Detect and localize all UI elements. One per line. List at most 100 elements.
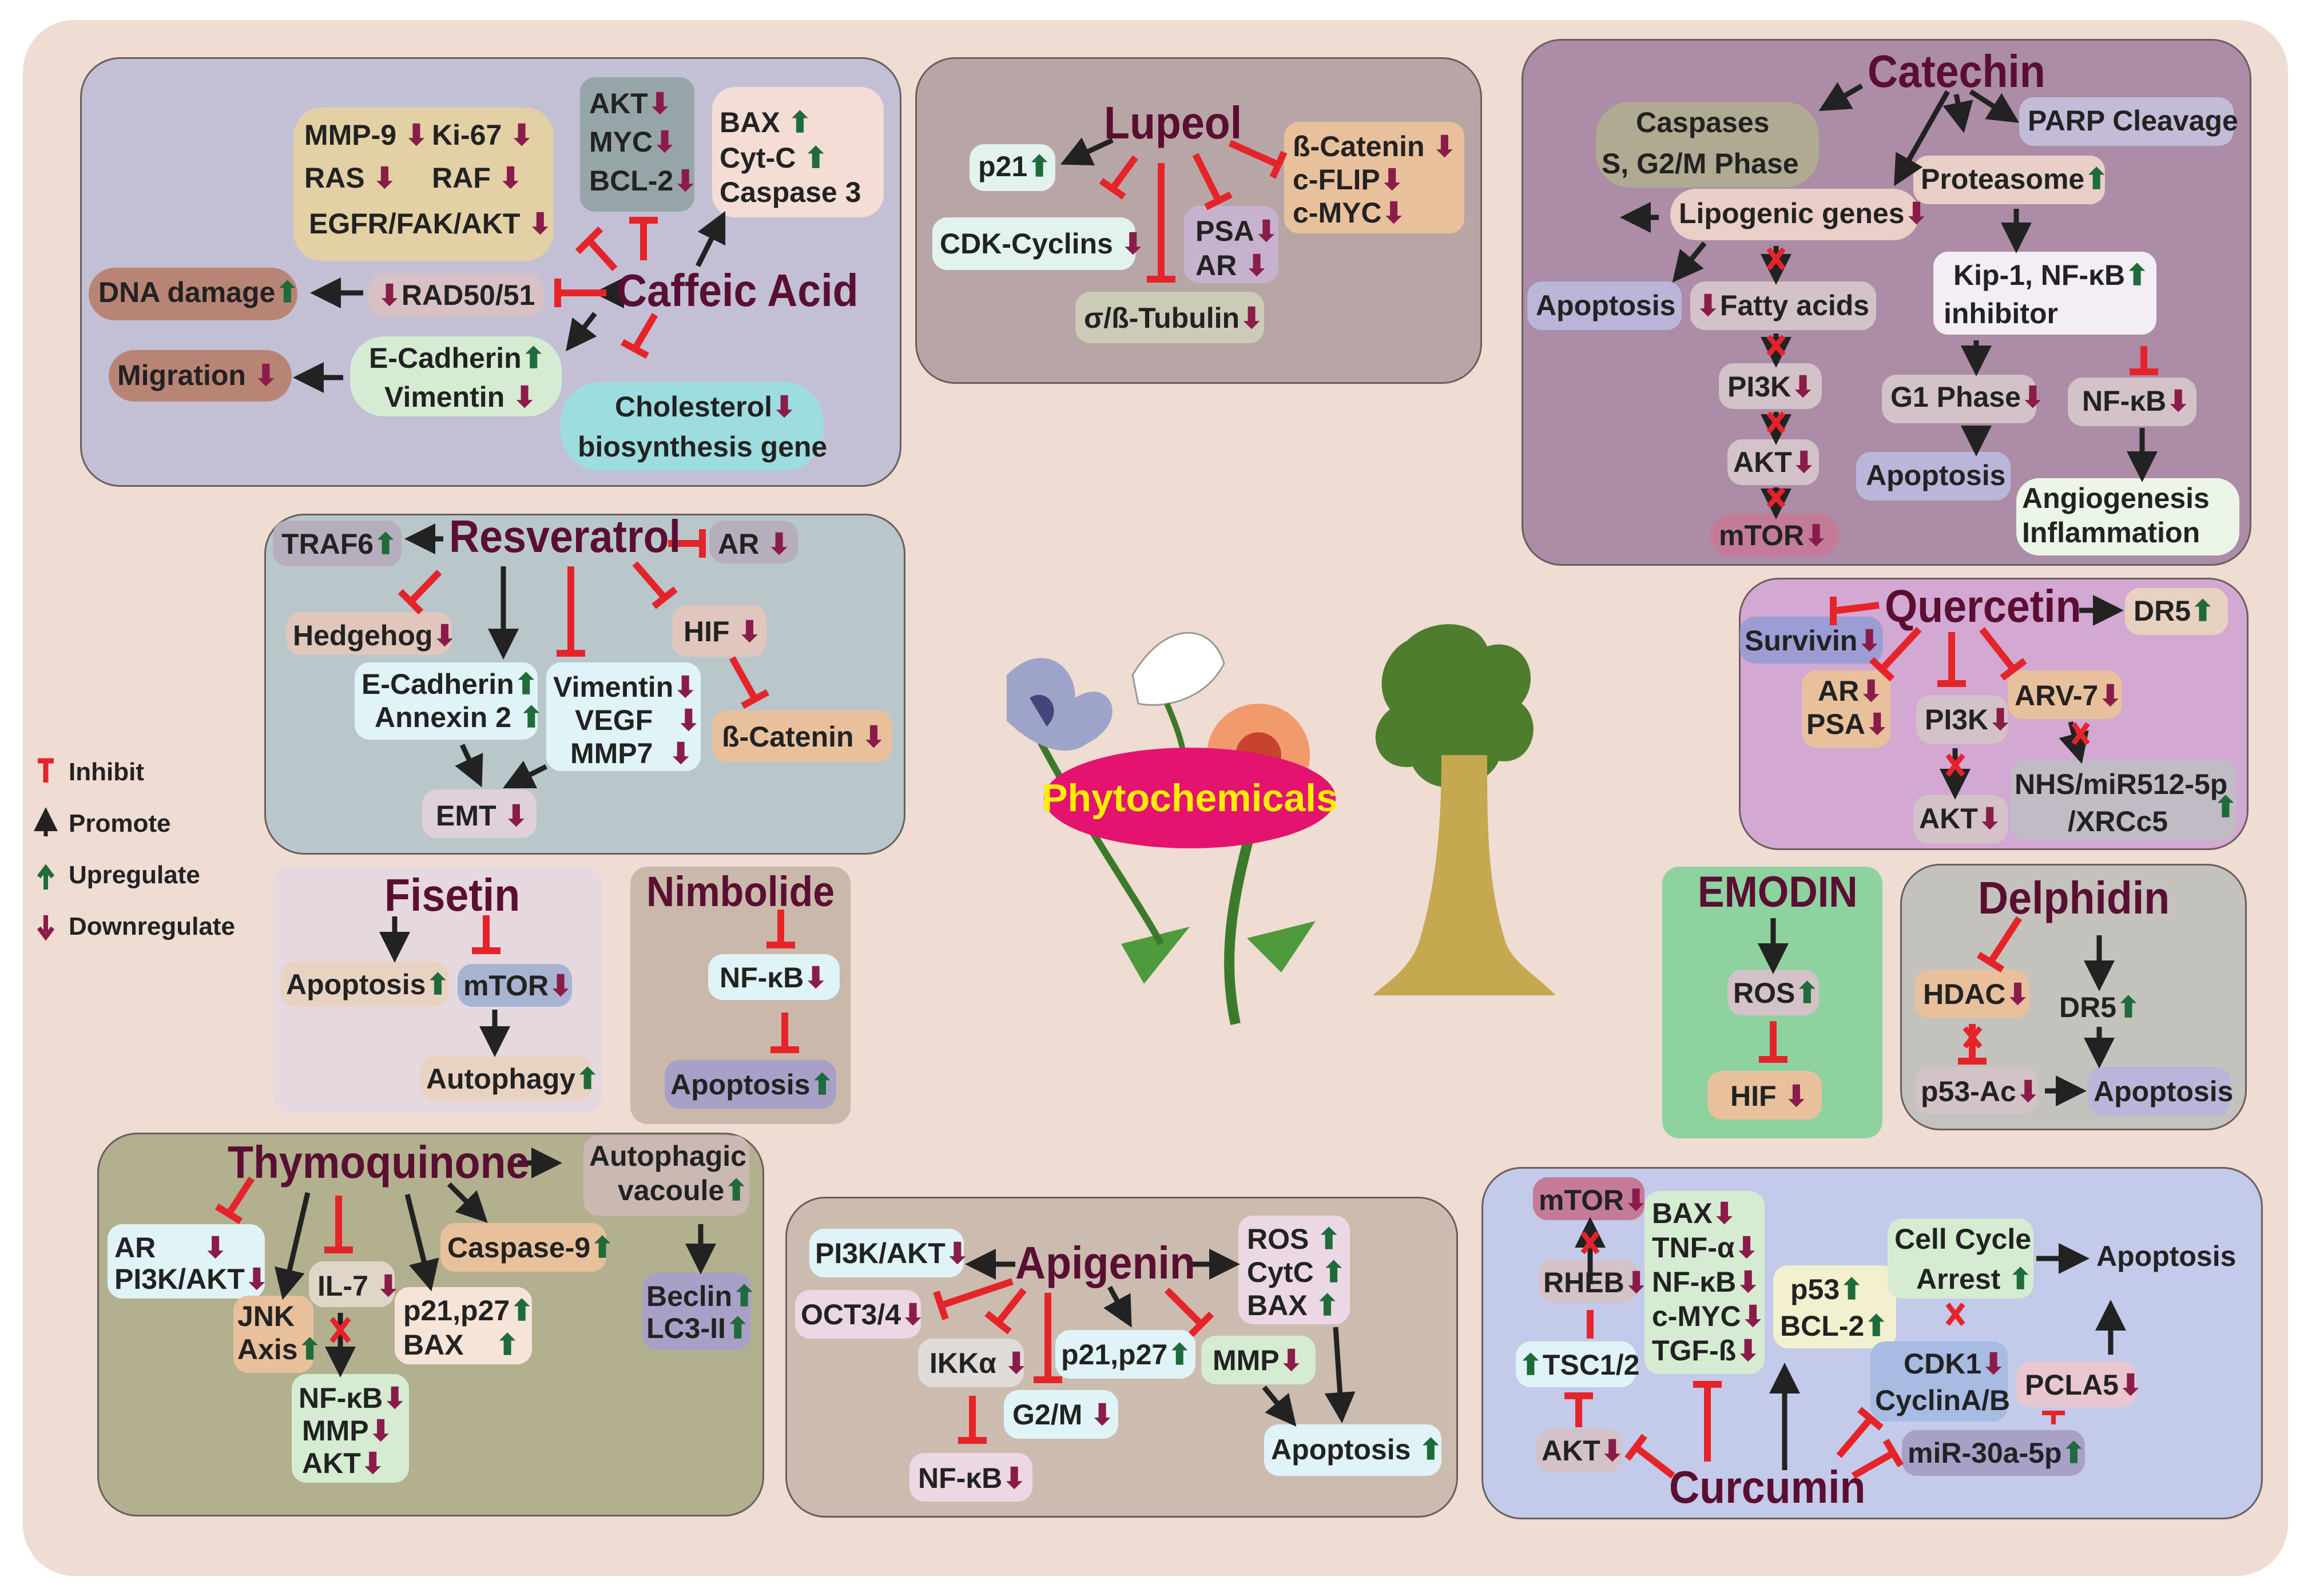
apoptosis1-box [1527, 281, 1682, 330]
node-axis: Axis⬆ [237, 1333, 322, 1365]
traf6-box [273, 521, 402, 566]
ecadherin-box [350, 336, 562, 416]
inhibit-line [958, 1396, 987, 1444]
catechin-title: Catechin [1868, 46, 2045, 97]
nfkb-thy-box [292, 1374, 409, 1483]
node-bax-cur: BAX⬇ [1652, 1197, 1737, 1229]
proteasome-box [1913, 156, 2105, 204]
node-beclin: Beclin⬆ [646, 1280, 756, 1312]
caffeic-box-akt [580, 77, 694, 212]
arrow [566, 312, 597, 352]
inhibit-line [1147, 163, 1175, 283]
node-pi3k-api: PI3K/AKT⬇ [815, 1237, 970, 1269]
node-cholesterol: Cholesterol⬇ [615, 391, 796, 423]
bax-cur-box [1644, 1191, 1765, 1374]
node-vimentin-res: Vimentin⬇ [553, 671, 698, 703]
inhibit-line [629, 217, 658, 260]
nimbolide-title: Nimbolide [646, 868, 835, 915]
inhibit-line [1937, 632, 1966, 687]
mtor-cat-box [1710, 514, 1839, 557]
node-p21-lupeol: p21⬆ [978, 150, 1052, 182]
thymoquinone-title: Thymoquinone [228, 1137, 530, 1188]
caspase9-box [440, 1223, 606, 1272]
kip-box [1933, 252, 2156, 335]
node-hdac: HDAC⬇ [1923, 978, 2030, 1010]
node-bax-thy: BAX ⬆ [403, 1329, 520, 1361]
node-mmp7: MMP7 ⬇ [570, 737, 693, 769]
oct-box [795, 1290, 921, 1339]
curcumin-title: Curcumin [1669, 1462, 1866, 1512]
cholesterol-box [561, 382, 824, 471]
node-p53-cur: p53⬆ [1790, 1273, 1864, 1305]
caffeic-box-markers [293, 108, 554, 261]
node-g1-phase: G1 Phase⬇ [1890, 381, 2045, 413]
inhibit-line [984, 1288, 1027, 1335]
node-arv7: ARV-7⬇ [2015, 680, 2123, 712]
arrow [1672, 241, 1707, 283]
node-egfr: EGFR/FAK/AKT ⬇ [309, 208, 553, 240]
fisetin-title: Fisetin [384, 870, 521, 920]
node-cmyc-cur: c-MYC⬇ [1652, 1300, 1765, 1332]
node-ar-thy: AR ⬇ [114, 1232, 228, 1264]
arrow [1060, 137, 1114, 166]
node-fatty-acids: ⬇Fatty acids [1696, 289, 1870, 321]
cca-box [1888, 1218, 2033, 1299]
node-apoptosis-del: Apoptosis [2094, 1075, 2234, 1107]
node-dna-damage: DNA damage⬆ [98, 276, 300, 308]
node-p21-api: p21,p27⬆ [1061, 1339, 1192, 1371]
node-apoptosis-cat2: Apoptosis [1866, 459, 2006, 491]
inhibit-line [632, 561, 678, 609]
inhibit-line [324, 1196, 353, 1253]
arrow [1324, 1327, 1356, 1423]
akt-cat-box [1727, 439, 1819, 485]
ar-thy-box [108, 1224, 265, 1299]
center-ellipse [1044, 748, 1336, 848]
node-cell-cycle: Cell Cycle [1894, 1223, 2032, 1255]
ros-em-box [1727, 970, 1819, 1015]
node-psa-lupeol: PSA⬇ [1195, 215, 1278, 247]
beclin-box [642, 1273, 751, 1350]
psa-box [1184, 206, 1278, 283]
cdk-cur-box [1870, 1341, 2008, 1422]
hif-res-box [672, 605, 766, 657]
node-traf6: TRAF6⬆ [281, 528, 398, 560]
node-tsc: ⬆TSC1/2 [1519, 1349, 1640, 1381]
inhibit-line [554, 279, 606, 307]
node-vacoule: vacoule⬆ [618, 1174, 749, 1206]
inhibit-line [575, 226, 618, 272]
node-cdk-cyclins: CDK-Cyclins ⬇ [940, 228, 1145, 260]
node-cflip: c-FLIP⬇ [1293, 164, 1404, 196]
autov-box [583, 1136, 749, 1216]
p21-thy-box [395, 1287, 532, 1364]
node-bcl2: BCL-2⬇ [589, 165, 698, 197]
node-pi3kakt-thy: PI3K/AKT⬇ [114, 1263, 269, 1295]
inhibit-line [557, 566, 585, 657]
inhibit-line [933, 1278, 1014, 1320]
node-nfkb-cat: NF-κB⬇ [2082, 385, 2191, 417]
mmp-api-box [1201, 1336, 1316, 1384]
g2m-box [1004, 1390, 1118, 1439]
node-mtor-cur: mTOR⬇ [1539, 1184, 1648, 1216]
node-akt-thy: AKT⬇ [302, 1447, 385, 1479]
arrow [695, 211, 726, 268]
inhibit-line [766, 910, 795, 948]
node-mir30a: miR-30a-5p⬆ [1908, 1437, 2086, 1469]
node-ar-res: AR ⬇ [718, 528, 792, 560]
g1-box [1882, 375, 2036, 423]
blocked-crosses [329, 247, 2090, 1343]
node-tgfb: TGF-ß⬇ [1652, 1335, 1761, 1367]
node-raf: RAF ⬇ [432, 162, 523, 194]
node-emt: EMT ⬇ [436, 800, 529, 832]
parp-box [2019, 97, 2234, 146]
akt-q-box [1913, 795, 2008, 844]
node-nfkb-api: NF-κB⬇ [918, 1462, 1027, 1494]
node-dr5-del: DR5⬆ [2059, 991, 2140, 1023]
inhibit-line [1759, 1021, 1787, 1063]
arrow [274, 1192, 311, 1300]
inhibit-line [1693, 1381, 1722, 1462]
nhs-box [2011, 760, 2237, 840]
mtor-fis-box [458, 964, 572, 1007]
hedgehog-box [286, 612, 452, 655]
node-pi3k-cat: PI3K⬇ [1727, 371, 1816, 403]
p21-box [970, 144, 1055, 191]
